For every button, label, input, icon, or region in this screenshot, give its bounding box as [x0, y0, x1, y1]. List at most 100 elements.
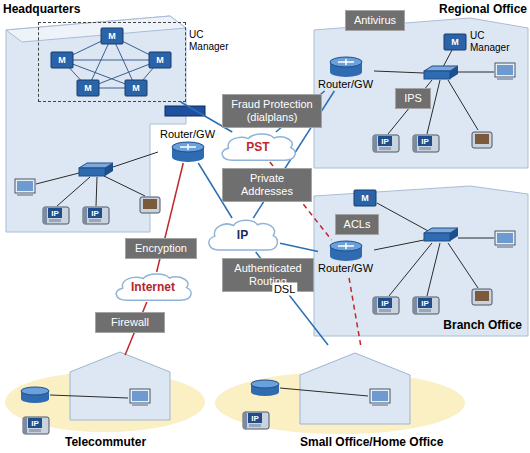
feature-label: Antivirus — [350, 14, 400, 27]
ip-phone-icon — [249, 424, 261, 427]
ip-phone-icon — [413, 135, 439, 152]
security-feature-box: IPS — [395, 88, 431, 109]
switch-icon — [424, 228, 458, 241]
ip-phone-icon — [373, 297, 399, 314]
computer-icon — [130, 389, 150, 406]
router-label: Router/GW — [160, 128, 215, 141]
feature-label: Fraud Protection (dialplans) — [227, 98, 317, 124]
lan-wire — [443, 50, 452, 67]
computer-icon — [495, 231, 515, 245]
ip-phone-icon — [373, 135, 399, 152]
router-icon — [330, 57, 362, 67]
router-icon — [338, 59, 354, 65]
ip-phone-icon — [248, 413, 262, 423]
router-label: Router/GW — [318, 78, 373, 91]
server-mesh — [62, 60, 160, 61]
server-mark: M — [84, 84, 92, 93]
device-label: UC Manager — [470, 30, 522, 54]
site-heading: Regional Office — [439, 2, 527, 16]
site-region: ACLsRouter/GWBranch Office — [300, 178, 530, 338]
computer-icon — [497, 233, 513, 243]
router-icon — [172, 142, 204, 152]
router-gateway: Router/GW — [318, 240, 373, 275]
cloud-shape — [222, 134, 295, 160]
switch-icon — [450, 228, 458, 241]
computer-icon — [132, 403, 148, 406]
computer-icon — [372, 391, 388, 401]
video-phone-icon — [140, 132, 492, 305]
switch-icon — [79, 163, 113, 176]
lan-wire — [57, 177, 90, 206]
ip-phone-icon — [413, 135, 417, 152]
ip-phone-icon — [373, 297, 399, 314]
feature-label: IPS — [400, 92, 426, 105]
ip-phone-icon — [243, 412, 269, 429]
ip-phone-icon — [83, 207, 109, 224]
router-icon — [328, 56, 364, 78]
computer-icon — [15, 179, 35, 193]
server-icon — [101, 28, 123, 44]
lan-wire — [377, 203, 430, 232]
regional-building — [314, 18, 528, 168]
ip-phone-icon — [43, 207, 47, 224]
home-router-icon — [21, 387, 49, 403]
network-cloud: PST — [218, 132, 298, 162]
network-link — [280, 243, 318, 251]
ip-phone-icon — [418, 298, 432, 308]
switch-icon — [79, 66, 458, 241]
phone-mark: IP — [51, 209, 59, 218]
computer-icon — [17, 181, 33, 191]
lan-wire — [36, 50, 494, 398]
lan-wire — [110, 152, 158, 168]
ip-phone-icon — [413, 135, 439, 152]
feature-label: Authenticated Routing — [227, 262, 309, 288]
feature-label: ACLs — [340, 218, 374, 231]
ip-phone-icon — [373, 297, 377, 314]
lan-wire — [96, 177, 97, 206]
lan-wire — [427, 243, 440, 296]
switch-icon — [424, 66, 458, 79]
server-mark: M — [108, 32, 116, 41]
ip-phone-icon — [28, 418, 42, 428]
lan-wire — [458, 238, 494, 239]
computer-icon — [132, 391, 148, 401]
video-phone-icon — [475, 291, 489, 301]
server-mark: M — [361, 194, 369, 203]
switch-icon — [79, 168, 105, 176]
cloud-label: PST — [246, 140, 269, 154]
ip-phone-icon — [49, 219, 61, 222]
ip-phone-icon — [23, 417, 49, 434]
phone-mark: IP — [381, 137, 389, 146]
cloud-shape — [116, 274, 191, 300]
router-icon — [328, 240, 364, 262]
computer-icon — [370, 389, 390, 406]
home-router-icon — [21, 380, 279, 403]
video-phone-icon — [472, 289, 492, 305]
ip-phone-icon — [23, 135, 439, 434]
ip-phone-icon — [43, 207, 69, 224]
regional-building — [314, 18, 528, 168]
cloud-shape — [209, 220, 277, 250]
server-icon — [77, 80, 99, 96]
network-cloud: Internet — [112, 272, 194, 302]
ip-phone-icon — [48, 208, 62, 218]
router-icon — [330, 67, 362, 77]
house — [70, 352, 410, 424]
video-phone-icon — [140, 197, 160, 213]
video-phone-icon — [140, 197, 160, 213]
security-feature-box: ACLs — [335, 214, 379, 235]
site-region: UC ManagerRouter/GWHeadquarters — [0, 0, 215, 235]
site-region: AntivirusRouter/GW IPS Regional Office — [300, 0, 530, 172]
ip-phone-icon — [243, 412, 269, 429]
feature-label: Encryption — [130, 242, 192, 255]
phone-mark: IP — [421, 299, 429, 308]
ip-phone-icon — [378, 298, 392, 308]
security-feature-box: Private Addresses — [222, 168, 312, 202]
ip-phone-icon — [88, 208, 102, 218]
ip-phone-icon — [29, 429, 41, 432]
home-router-icon — [251, 380, 279, 388]
branch-building — [314, 186, 528, 336]
ip-phone-icon — [23, 417, 27, 434]
